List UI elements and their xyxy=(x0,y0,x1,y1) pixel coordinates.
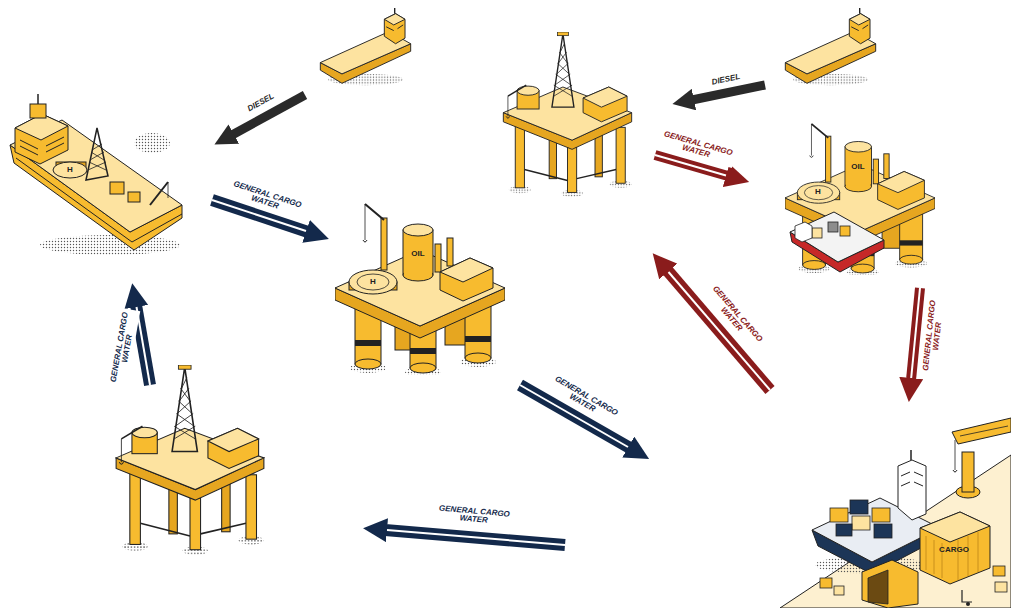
part-label: OIL xyxy=(851,163,864,171)
arrow-label: GENERAL CARGO WATER xyxy=(108,308,140,388)
drill-ship-part xyxy=(20,137,64,155)
drill-ship-part xyxy=(150,182,168,205)
drill-ship-part xyxy=(110,182,124,194)
diesel-arrow-part xyxy=(692,85,765,100)
red-cargo-arrow-part xyxy=(911,288,920,378)
cargo-port-part xyxy=(995,582,1007,592)
cargo-port-part xyxy=(820,578,832,588)
blue-cargo-arrow-part xyxy=(387,530,565,545)
drill-ship-part xyxy=(134,133,170,153)
cargo-port-part xyxy=(953,470,957,472)
part-label: H xyxy=(815,188,821,196)
diesel-arrow xyxy=(232,85,765,135)
part-label: CARGO xyxy=(939,546,969,554)
cargo-port-part xyxy=(920,512,990,542)
drill-ship-part xyxy=(168,182,169,198)
cargo-port-part xyxy=(852,516,870,530)
drill-ship-part xyxy=(40,235,180,255)
supply-vessel-part xyxy=(795,222,812,242)
arrow-label: GENERAL CARGO WATER xyxy=(701,281,766,352)
supply-vessel-part xyxy=(812,228,822,238)
supply-tanker-part xyxy=(320,8,410,85)
drill-ship-part xyxy=(53,162,87,178)
drill-ship-part xyxy=(88,144,106,170)
cargo-port-part xyxy=(955,440,956,470)
cargo-port-part xyxy=(868,570,888,604)
cargo-port-part xyxy=(872,508,890,522)
cargo-port xyxy=(780,418,1011,608)
drill-ship-part xyxy=(128,192,140,202)
arrow-label: GENERAL CARGO WATER xyxy=(546,372,623,427)
drill-ship-part xyxy=(30,104,46,118)
semi-submersible-platform-part xyxy=(335,204,505,377)
cargo-port-part xyxy=(920,512,990,584)
cargo-port-part xyxy=(850,500,868,514)
supply-tanker-part xyxy=(785,8,875,85)
semi-submersible-platform xyxy=(335,124,935,377)
part-label: H xyxy=(67,166,73,174)
cargo-port-part xyxy=(962,590,972,602)
arrow-label: DIESEL xyxy=(708,71,744,88)
arrow-label: GENERAL CARGO WATER xyxy=(657,128,737,168)
cargo-port-part xyxy=(830,508,848,522)
cargo-port-part xyxy=(898,460,926,520)
cargo-port-part xyxy=(962,452,974,492)
cargo-port-part xyxy=(926,532,978,580)
arrow-label: DIESEL xyxy=(243,90,279,116)
semi-submersible-platform-part xyxy=(785,124,935,277)
cargo-port-part xyxy=(952,418,1011,444)
arrow-label: GENERAL CARGO WATER xyxy=(226,178,306,220)
cargo-port-part xyxy=(993,566,1005,576)
red-cargo-arrow-part xyxy=(911,288,920,380)
red-cargo-arrow-part xyxy=(667,270,770,390)
cargo-port-part xyxy=(836,524,852,536)
arrow-label: GENERAL CARGO WATER xyxy=(434,503,513,529)
cargo-port-part xyxy=(834,586,844,595)
drill-ship-part xyxy=(86,128,108,180)
cargo-port-part xyxy=(966,602,970,606)
cargo-port-part xyxy=(862,560,918,608)
cargo-port-part xyxy=(960,426,1008,436)
supply-vessel-part xyxy=(790,212,884,262)
jackup-rig-part xyxy=(503,32,631,197)
cargo-port-part xyxy=(901,472,923,486)
jackup-rig xyxy=(116,32,632,555)
red-cargo-arrow-part xyxy=(669,272,771,390)
part-label: H xyxy=(370,278,376,286)
cargo-port-part xyxy=(874,524,892,538)
drill-ship xyxy=(10,94,182,255)
supply-tanker xyxy=(320,8,875,85)
jackup-rig-part xyxy=(116,365,264,555)
part-label: OIL xyxy=(411,250,424,258)
cargo-port-part xyxy=(910,450,912,460)
arrow-label: GENERAL CARGO WATER xyxy=(921,296,948,376)
supply-vessel xyxy=(790,212,884,272)
supply-vessel-part xyxy=(840,226,850,236)
supply-vessel-part xyxy=(828,222,838,232)
blue-cargo-arrow-part xyxy=(385,530,565,545)
drill-ship-part xyxy=(15,114,68,164)
drill-ship-part xyxy=(37,94,39,104)
cargo-port-part xyxy=(780,455,1011,608)
